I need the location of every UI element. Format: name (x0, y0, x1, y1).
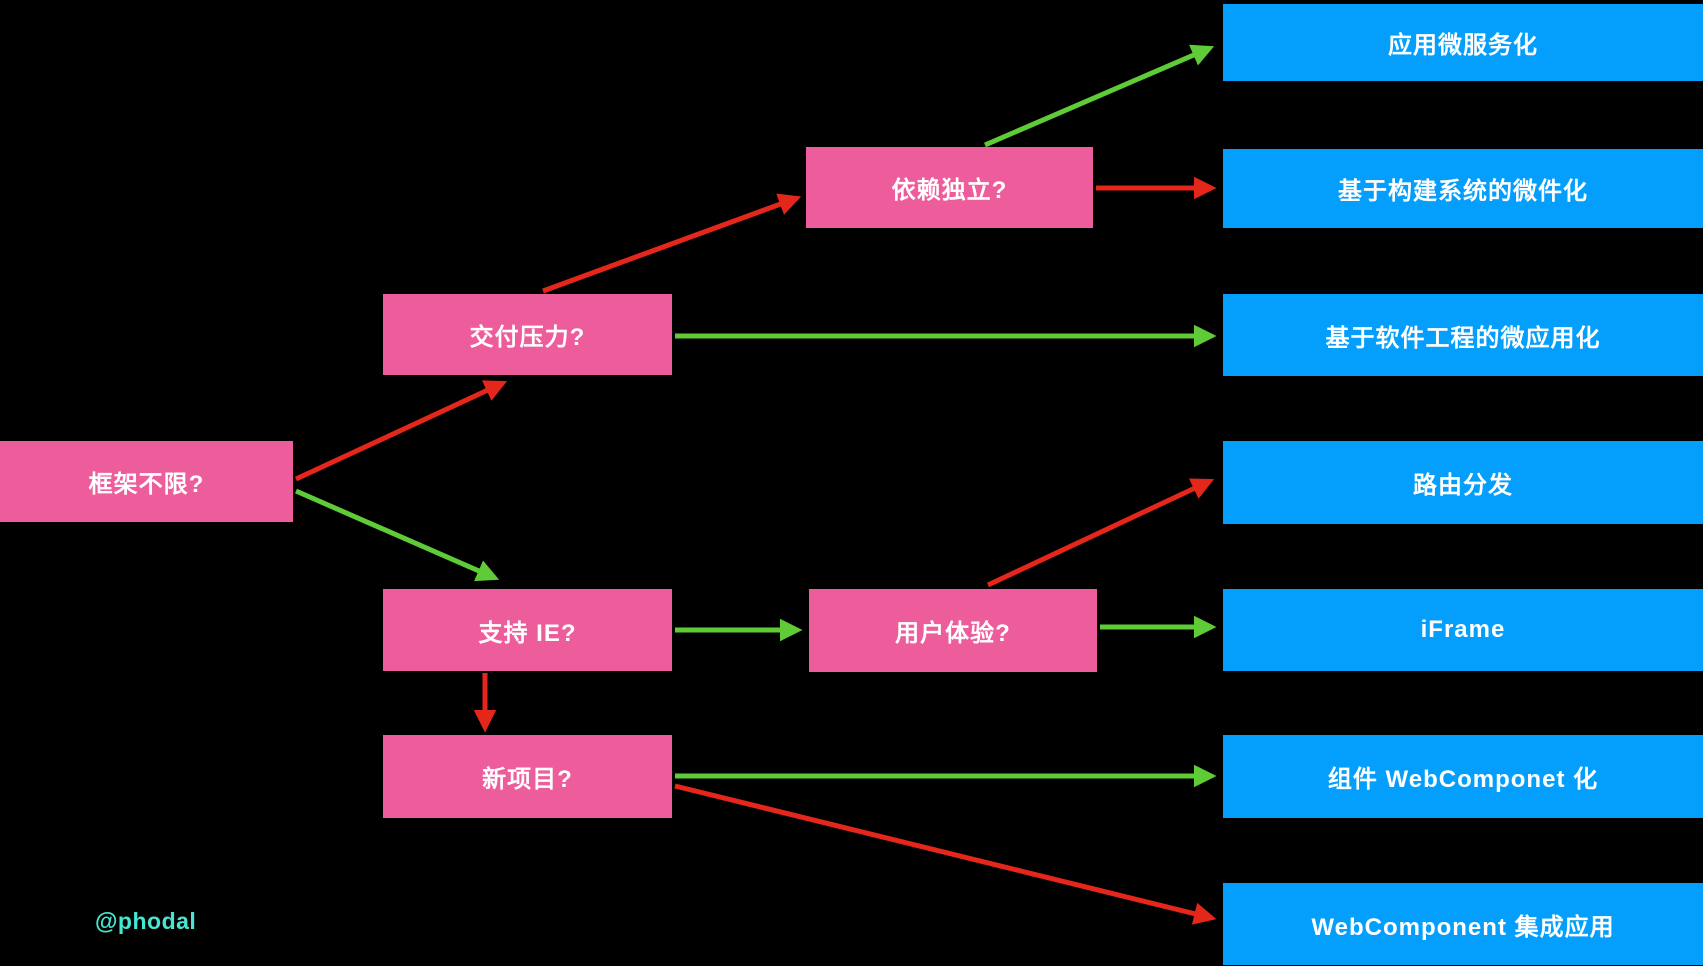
outcome-label: 基于构建系统的微件化 (1338, 178, 1588, 205)
decision-node-dependency-independent: 依赖独立? (806, 147, 1093, 228)
decision-node-delivery-pressure: 交付压力? (383, 294, 672, 375)
outcome-node-iframe: iFrame (1223, 589, 1703, 671)
decision-label: 交付压力? (469, 324, 586, 351)
outcome-label: 路由分发 (1413, 472, 1513, 499)
outcome-label: 基于软件工程的微应用化 (1325, 324, 1601, 352)
outcome-node-app-microservice: 应用微服务化 (1223, 4, 1703, 81)
outcome-label: WebComponent 集成应用 (1311, 913, 1615, 941)
edge-dependency-to-microservice (984, 44, 1215, 148)
outcome-node-route-distribution: 路由分发 (1223, 441, 1703, 524)
outcome-label: 应用微服务化 (1388, 32, 1538, 59)
outcome-node-webcomponent-integration: WebComponent 集成应用 (1223, 883, 1703, 965)
decision-label: 用户体验? (895, 620, 1011, 647)
edge-newproject-to-integration (674, 783, 1217, 925)
decision-node-user-experience: 用户体验? (809, 589, 1097, 672)
decision-node-framework: 框架不限? (0, 441, 293, 522)
edge-ux-to-routing (986, 478, 1215, 588)
outcome-label: 组件 WebComponet 化 (1327, 766, 1599, 793)
decision-node-support-ie: 支持 IE? (383, 589, 672, 671)
edge-framework-to-ie (294, 488, 500, 582)
decision-label: 依赖独立? (891, 177, 1008, 204)
decision-label: 支持 IE? (478, 619, 577, 647)
decision-label: 新项目? (482, 766, 573, 793)
edge-delivery-to-dependency (542, 193, 802, 294)
outcome-node-build-system-widget: 基于构建系统的微件化 (1223, 149, 1703, 228)
outcome-node-component-webcomponent: 组件 WebComponet 化 (1223, 735, 1703, 818)
edge-framework-to-delivery (294, 380, 508, 482)
watermark-phodal: @phodal (95, 908, 197, 934)
outcome-node-software-engineering-microapp: 基于软件工程的微应用化 (1223, 294, 1703, 376)
outcome-label: iFrame (1420, 616, 1506, 643)
decision-label: 框架不限? (88, 471, 205, 498)
decision-node-new-project: 新项目? (383, 735, 672, 818)
